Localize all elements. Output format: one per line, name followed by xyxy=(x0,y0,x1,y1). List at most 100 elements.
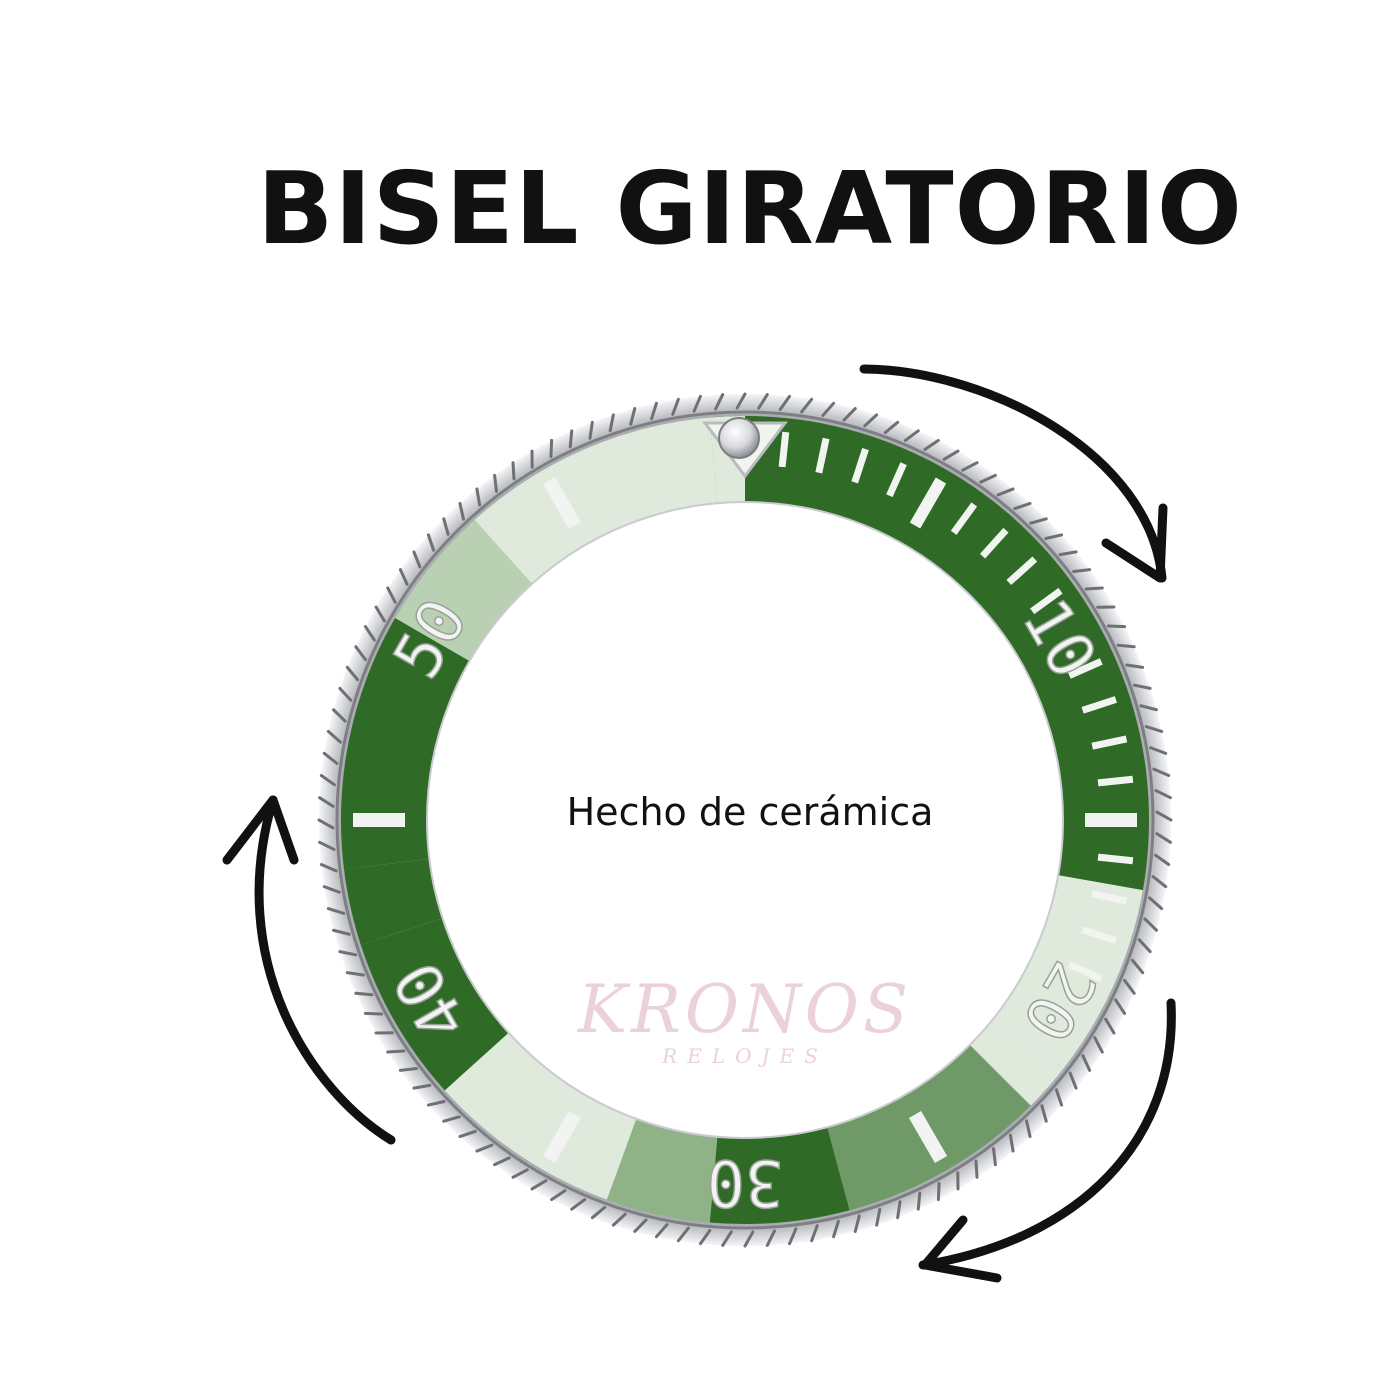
knurl-tooth xyxy=(332,928,351,936)
minute-marker xyxy=(542,1110,582,1163)
knurl-tooth xyxy=(475,487,482,507)
knurl-tooth xyxy=(318,796,335,808)
insert-sector xyxy=(395,519,533,661)
knurl-tooth xyxy=(1144,725,1164,733)
knurl-tooth xyxy=(317,818,335,830)
bezel-knurling xyxy=(317,392,1173,1248)
watermark-brand-subtitle: RELOJES xyxy=(662,1044,828,1068)
insert-sector xyxy=(606,1118,718,1223)
knurl-tooth xyxy=(721,1230,733,1247)
knurl-tooth xyxy=(1152,767,1171,777)
knurl-tooth xyxy=(1054,1088,1064,1107)
knurl-tooth xyxy=(570,1198,587,1211)
knurl-tooth xyxy=(692,394,702,413)
knurl-tooth xyxy=(608,413,615,433)
knurl-tooth xyxy=(671,397,680,416)
knurl-tooth xyxy=(412,1083,432,1090)
knurl-tooth xyxy=(1008,1133,1015,1153)
insert-sector xyxy=(709,1127,850,1224)
knurl-tooth xyxy=(550,1189,567,1202)
knurl-tooth xyxy=(832,1219,840,1239)
knurl-tooth xyxy=(1137,938,1152,954)
knurl-tooth xyxy=(633,1218,648,1233)
knurl-tooth xyxy=(611,1212,627,1227)
knurl-tooth xyxy=(853,1214,861,1233)
knurl-tooth xyxy=(1130,958,1145,975)
knurl-tooth xyxy=(1044,533,1064,540)
knurl-tooth xyxy=(1029,517,1048,525)
knurl-tooth xyxy=(511,1168,529,1179)
insert-sector xyxy=(360,918,509,1091)
knurl-tooth xyxy=(863,413,879,428)
knurl-tooth xyxy=(458,501,465,521)
minute-marker xyxy=(1097,853,1134,865)
knurl-tooth xyxy=(326,729,342,744)
knurl-tooth xyxy=(386,1049,406,1054)
knurl-tooth xyxy=(1116,643,1136,649)
knurl-tooth xyxy=(654,1223,669,1239)
knurl-tooth xyxy=(398,568,409,586)
knurl-tooth xyxy=(1148,896,1164,911)
minute-marker xyxy=(542,477,582,530)
bezel-steel-inner-edge xyxy=(335,410,1155,1230)
minute-marker xyxy=(778,431,790,468)
minute-marker xyxy=(1097,775,1134,787)
minute-marker xyxy=(1081,696,1117,714)
knurl-tooth xyxy=(426,533,436,552)
page-title: BISEL GIRATORIO xyxy=(257,150,1243,267)
knurl-tooth xyxy=(778,394,792,412)
pearl-icon xyxy=(718,417,760,459)
knurl-tooth xyxy=(398,1067,418,1072)
insert-inner-edge xyxy=(426,501,1064,1139)
knurl-tooth xyxy=(765,1229,776,1247)
knurl-tooth xyxy=(363,625,376,642)
knurl-tooth xyxy=(442,517,450,536)
knurl-tooth xyxy=(1013,501,1032,511)
knurl-tooth xyxy=(318,840,336,851)
minute-marker xyxy=(979,527,1009,559)
insert-sector xyxy=(444,1032,637,1200)
knurl-tooth xyxy=(961,461,979,472)
knurl-tooth xyxy=(1155,810,1173,822)
knurl-tooth xyxy=(530,1179,548,1191)
knurl-tooth xyxy=(698,1228,712,1246)
knurl-tooth xyxy=(629,407,637,426)
knurl-tooth xyxy=(1040,1104,1048,1123)
minute-marker xyxy=(1081,926,1117,944)
knurl-tooth xyxy=(743,1230,755,1248)
insert-sector xyxy=(474,417,718,584)
knurl-tooth xyxy=(549,438,554,459)
knurl-tooth xyxy=(332,708,347,723)
knurl-tooth xyxy=(916,1191,922,1211)
bezel-markers xyxy=(353,431,1137,1163)
knurl-tooth xyxy=(974,1159,979,1179)
knurl-tooth xyxy=(1068,1071,1078,1090)
knurl-tooth xyxy=(458,1129,477,1139)
knurl-tooth xyxy=(875,1207,882,1227)
knurl-tooth xyxy=(319,773,337,787)
insert-sector xyxy=(344,858,443,945)
knurl-tooth xyxy=(1025,1119,1032,1139)
knurl-tooth xyxy=(493,1156,511,1167)
knurl-tooth xyxy=(896,1200,902,1220)
knurl-tooth xyxy=(1084,586,1104,591)
minute-marker xyxy=(908,1110,948,1163)
knurl-tooth xyxy=(568,429,574,449)
knurl-tooth xyxy=(735,392,747,410)
watermark-brand-name: KRONOS xyxy=(577,971,913,1048)
minute-marker xyxy=(1091,890,1128,905)
insert-sector xyxy=(969,1015,1064,1106)
knurl-tooth xyxy=(338,950,358,957)
minute-marker xyxy=(886,462,907,498)
minute-marker xyxy=(1006,556,1038,586)
knurl-tooth xyxy=(1072,568,1092,573)
knurl-tooth xyxy=(650,401,658,421)
knurl-tooth xyxy=(345,971,365,977)
knurl-tooth xyxy=(319,863,338,873)
insert-sector xyxy=(341,618,470,870)
insert-sector xyxy=(995,875,1143,1069)
minute-marker xyxy=(1067,961,1103,982)
knurl-tooth xyxy=(493,473,498,493)
knurl-tooth xyxy=(979,473,997,484)
